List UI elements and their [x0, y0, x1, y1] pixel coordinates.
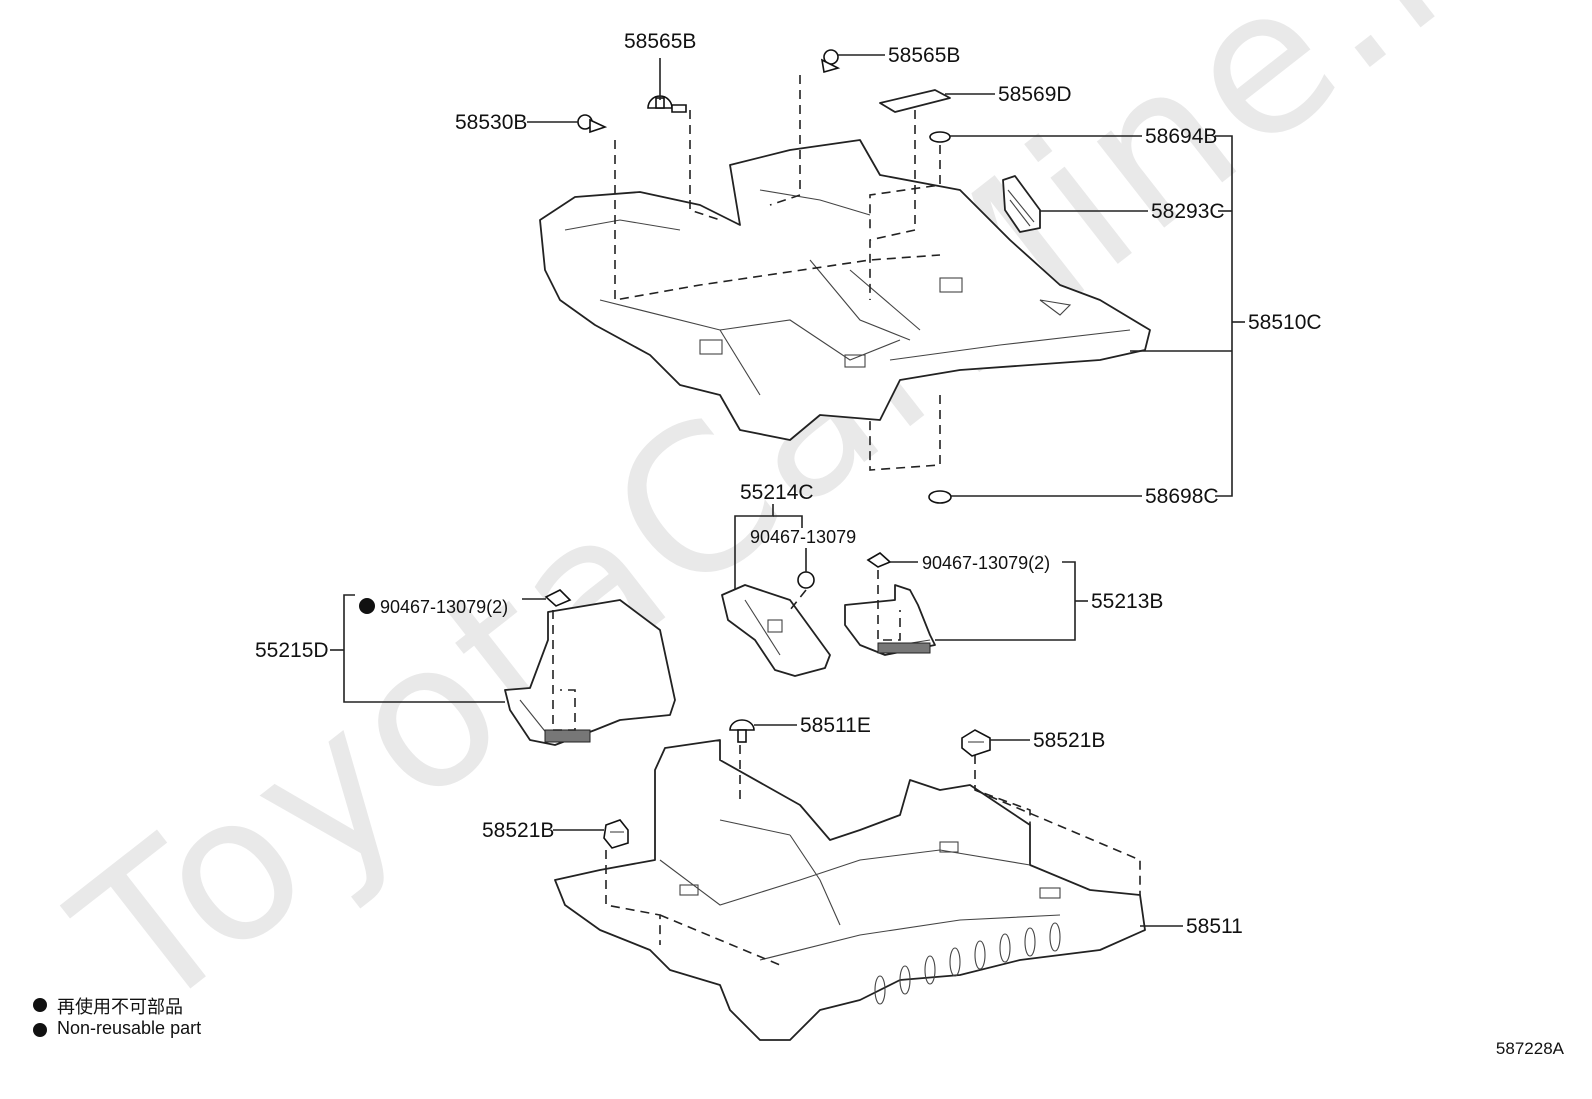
pad-58293C-icon[interactable]: [1002, 175, 1041, 233]
label-58530B: 58530B: [455, 111, 527, 134]
label-58569D: 58569D: [998, 83, 1072, 106]
label-58565B-top: 58565B: [624, 30, 696, 53]
legend-dot-jp: [33, 998, 47, 1012]
label-58698C: 58698C: [1145, 485, 1219, 508]
clip-90467-13079-icon[interactable]: [797, 571, 815, 589]
pad-55213B[interactable]: [844, 584, 936, 656]
legend-text-en: Non-reusable part: [57, 1018, 202, 1038]
leader-lines: [330, 54, 1245, 927]
non-reusable-marker: [359, 598, 375, 614]
label-90467-13079: 90467-13079: [750, 527, 856, 547]
clip-58521B-left-icon[interactable]: [603, 819, 629, 849]
label-58565B-right: 58565B: [888, 44, 960, 67]
legend-dot-en: [33, 1023, 47, 1037]
label-90467-13079-2-left: 90467-13079(2): [380, 597, 508, 617]
clip-58565B-right-icon[interactable]: [820, 49, 841, 74]
floor-carpet-lower[interactable]: [554, 739, 1146, 1041]
diagram-code: 587228A: [1495, 1039, 1564, 1058]
plate-58569D-icon[interactable]: [879, 89, 951, 113]
clip-58521B-right-icon[interactable]: [961, 729, 991, 757]
clip-58530B-icon[interactable]: [577, 114, 608, 134]
legend-text-jp: 再使用不可部品: [57, 997, 183, 1017]
label-58510C: 58510C: [1248, 311, 1322, 334]
floor-carpet-front-assembly[interactable]: [539, 139, 1151, 441]
clip-90467-13079-2-right-icon[interactable]: [866, 552, 892, 568]
label-55215D: 55215D: [255, 639, 329, 662]
floor-ribs: [874, 922, 1061, 1005]
label-55214C: 55214C: [740, 481, 814, 504]
clip-58511E-icon[interactable]: [729, 719, 755, 743]
label-58293C: 58293C: [1151, 200, 1225, 223]
label-58521B-right: 58521B: [1033, 729, 1105, 752]
label-58511: 58511: [1186, 915, 1243, 938]
label-90467-13079-2-right: 90467-13079(2): [922, 553, 1050, 573]
pad-55215D[interactable]: [504, 599, 676, 746]
clip-90467-13079-2-left-icon[interactable]: [544, 589, 572, 607]
pad-55214C[interactable]: [721, 584, 831, 677]
label-58694B: 58694B: [1145, 125, 1217, 148]
label-58521B-left: 58521B: [482, 819, 554, 842]
label-55213B: 55213B: [1091, 590, 1163, 613]
grommet-58698C-icon[interactable]: [928, 490, 952, 504]
label-58511E: 58511E: [800, 714, 871, 737]
grommet-58694B-icon[interactable]: [929, 131, 951, 143]
clip-58565B-top-icon[interactable]: [647, 95, 687, 113]
